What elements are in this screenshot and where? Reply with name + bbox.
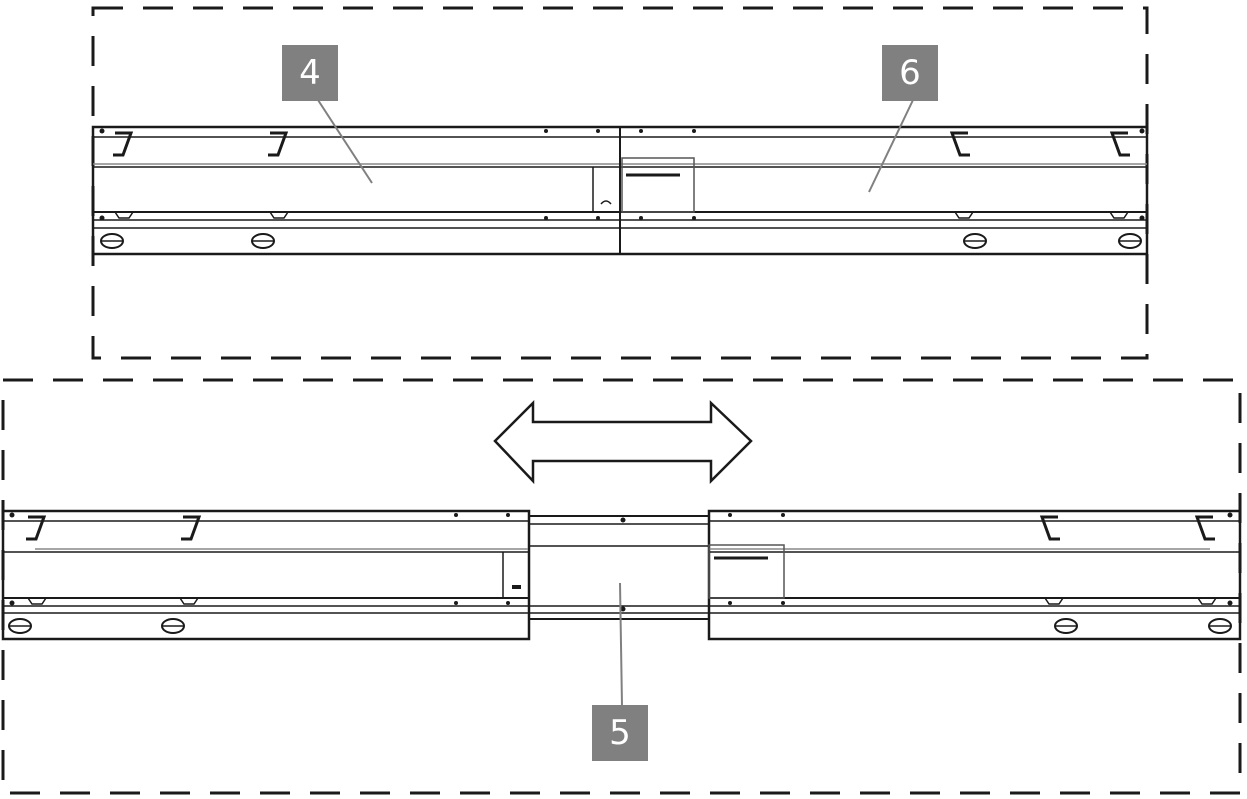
- center-slider-segment: [528, 515, 710, 620]
- top-rail-assembly: [91, 125, 1149, 256]
- leader-line-5: [619, 582, 623, 707]
- left-rail-segment: [1, 509, 531, 641]
- callout-4: 4: [282, 45, 338, 101]
- bottom-panel-dashed-frame: [1, 378, 1242, 795]
- clip-icon: [181, 515, 202, 541]
- bottom-rail-assembly: [1, 509, 1242, 641]
- leader-line-4: [317, 99, 373, 184]
- clip-icon: [26, 515, 47, 541]
- clip-icon: [113, 131, 134, 157]
- clip-icon: [1039, 515, 1060, 541]
- clip-icon: [1109, 131, 1130, 157]
- double-headed-arrow-icon: [493, 399, 753, 485]
- clip-icon: [949, 131, 970, 157]
- callout-5: 5: [592, 705, 648, 761]
- clip-icon: [268, 131, 289, 157]
- leader-line-6: [868, 99, 914, 193]
- right-rail-segment: [707, 509, 1242, 641]
- callout-6: 6: [882, 45, 938, 101]
- clip-icon: [1194, 515, 1215, 541]
